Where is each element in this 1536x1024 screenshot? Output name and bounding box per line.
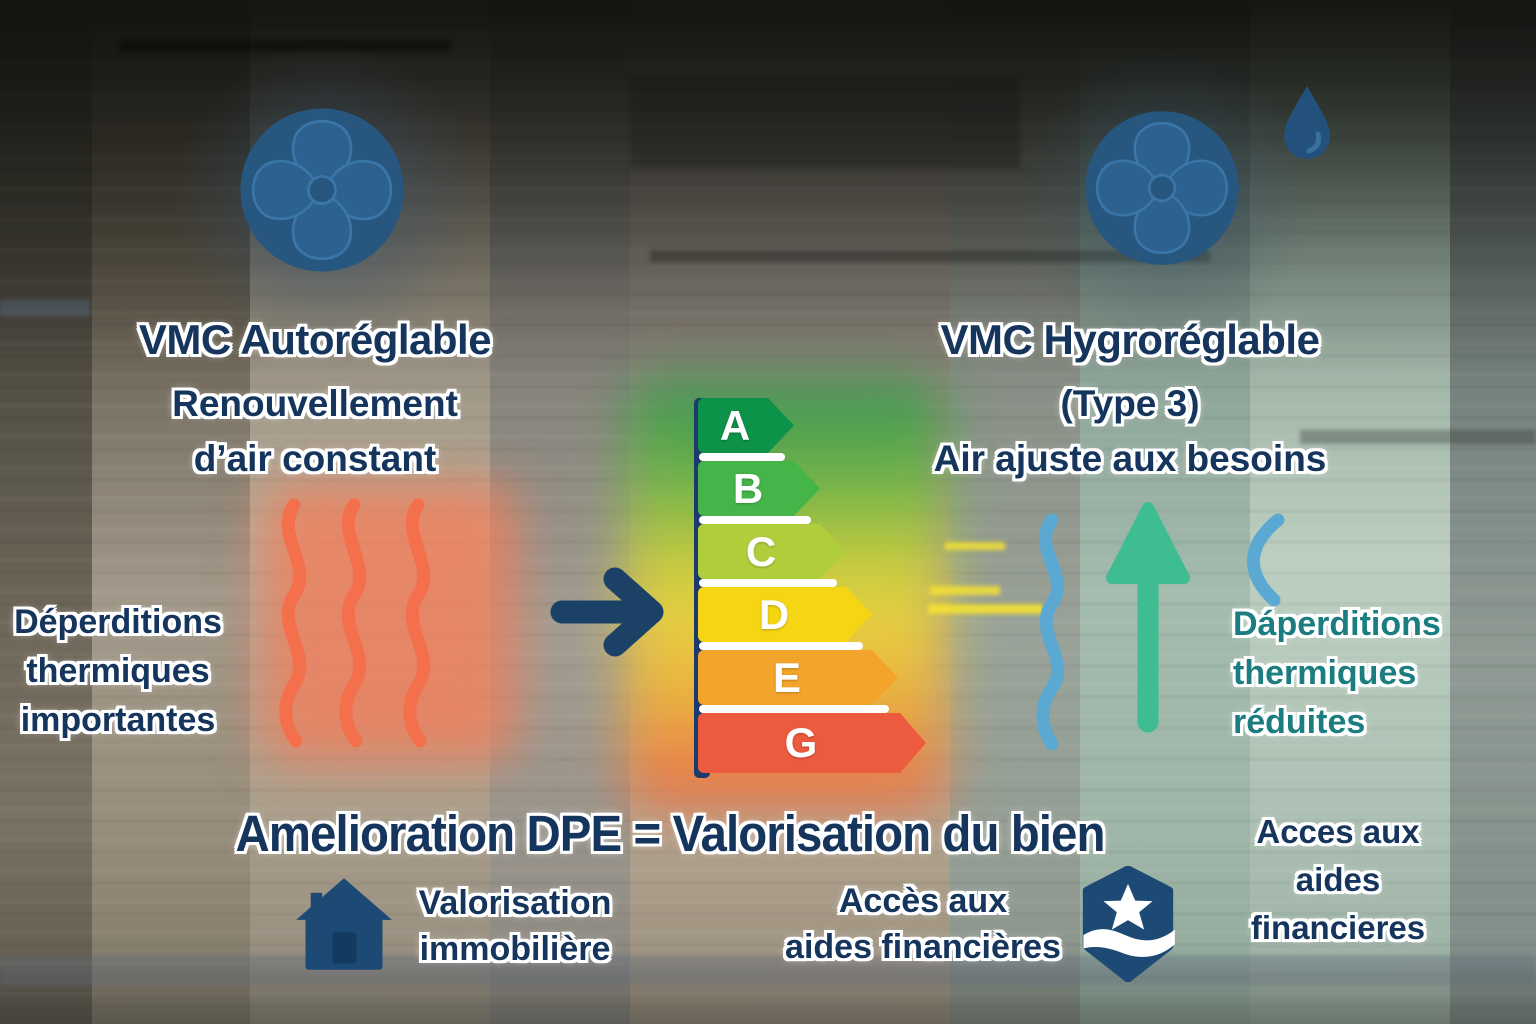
benefit2-line1: Accès aux: [838, 882, 1008, 920]
dpe-grade-label: B: [732, 464, 764, 512]
dpe-grade-label: G: [784, 719, 818, 766]
dpe-separator: [699, 516, 811, 524]
background-streak: [1300, 430, 1536, 444]
dpe-grade-e: E: [698, 650, 898, 705]
left-subtitle-line2: d’air constant: [193, 438, 437, 479]
left-loss-line1: Déperditions: [14, 603, 222, 641]
background-streak: [630, 78, 1020, 168]
yellow-streak: [928, 604, 1043, 614]
air-waves-icon: [1036, 513, 1065, 751]
dpe-grade-c: C: [698, 524, 846, 579]
right-loss-label: Dáperditions thermiques réduites: [1233, 600, 1523, 747]
right-loss-line2: thermiques: [1233, 654, 1417, 692]
bottom-headline: Amelioration DPE = Valorisation du bien: [235, 805, 1105, 862]
background-streak: [0, 300, 90, 316]
dpe-separator: [699, 705, 889, 713]
left-subtitle: Renouvellement d’air constant: [70, 376, 560, 486]
right-title: VMC Hygroréglable: [940, 316, 1320, 363]
benefit1-line2: immobilière: [419, 930, 611, 968]
left-loss-line2: thermiques: [26, 652, 210, 690]
right-subtitle: (Type 3) Air ajuste aux besoins: [870, 376, 1390, 486]
dpe-grade-label: C: [745, 527, 777, 575]
benefit3-line2: aides: [1295, 861, 1381, 898]
heat-waves-icon: [279, 498, 431, 748]
benefit-aides-right-label: Acces aux aides financieres: [1222, 808, 1454, 952]
benefit3-line1: Acces aux: [1256, 813, 1420, 850]
dpe-separator: [699, 453, 785, 461]
left-subtitle-line1: Renouvellement: [172, 383, 458, 424]
dpe-separator: [699, 642, 863, 650]
arrow-up-icon: [1106, 502, 1190, 733]
benefit2-line2: aides financières: [785, 928, 1061, 966]
yellow-streak: [930, 586, 1000, 595]
dpe-grade-label: A: [719, 401, 751, 449]
water-drop-icon: [1284, 86, 1330, 159]
dpe-grade-a: A: [698, 398, 794, 453]
fan-icon: [1085, 111, 1239, 265]
dpe-grade-label: D: [758, 590, 790, 638]
background-shade-bottom: [0, 954, 1536, 1024]
air-wave-curve-icon: [1247, 513, 1285, 607]
benefit1-line1: Valorisation: [418, 884, 612, 922]
dpe-grade-b: B: [698, 461, 820, 516]
left-loss-line3: importantes: [20, 701, 216, 739]
benefit3-line3: financieres: [1250, 909, 1426, 946]
right-subtitle-line1: (Type 3): [1060, 383, 1200, 424]
right-loss-line1: Dáperditions: [1233, 605, 1441, 643]
arrow-right-icon: [550, 567, 664, 657]
badge-star-hand-icon: [1082, 866, 1175, 982]
right-subtitle-line2: Air ajuste aux besoins: [933, 438, 1327, 479]
heat-glow: [262, 482, 518, 764]
dpe-grade-g: G: [698, 713, 926, 773]
yellow-streak: [945, 542, 1005, 550]
benefit-aides-label: Accès aux aides financières: [766, 878, 1080, 970]
dpe-separator: [699, 579, 837, 587]
right-loss-line3: réduites: [1233, 703, 1366, 741]
left-loss-label: Déperditions thermiques importantes: [0, 598, 242, 745]
background-streak: [0, 955, 1536, 985]
dpe-grade-label: E: [772, 653, 801, 701]
fan-icon: [240, 108, 404, 272]
dpe-grade-d: D: [698, 587, 872, 642]
benefit-valorisation-label: Valorisation immobilière: [392, 880, 638, 972]
house-icon: [296, 878, 392, 970]
left-title: VMC Autoréglable: [138, 316, 492, 363]
